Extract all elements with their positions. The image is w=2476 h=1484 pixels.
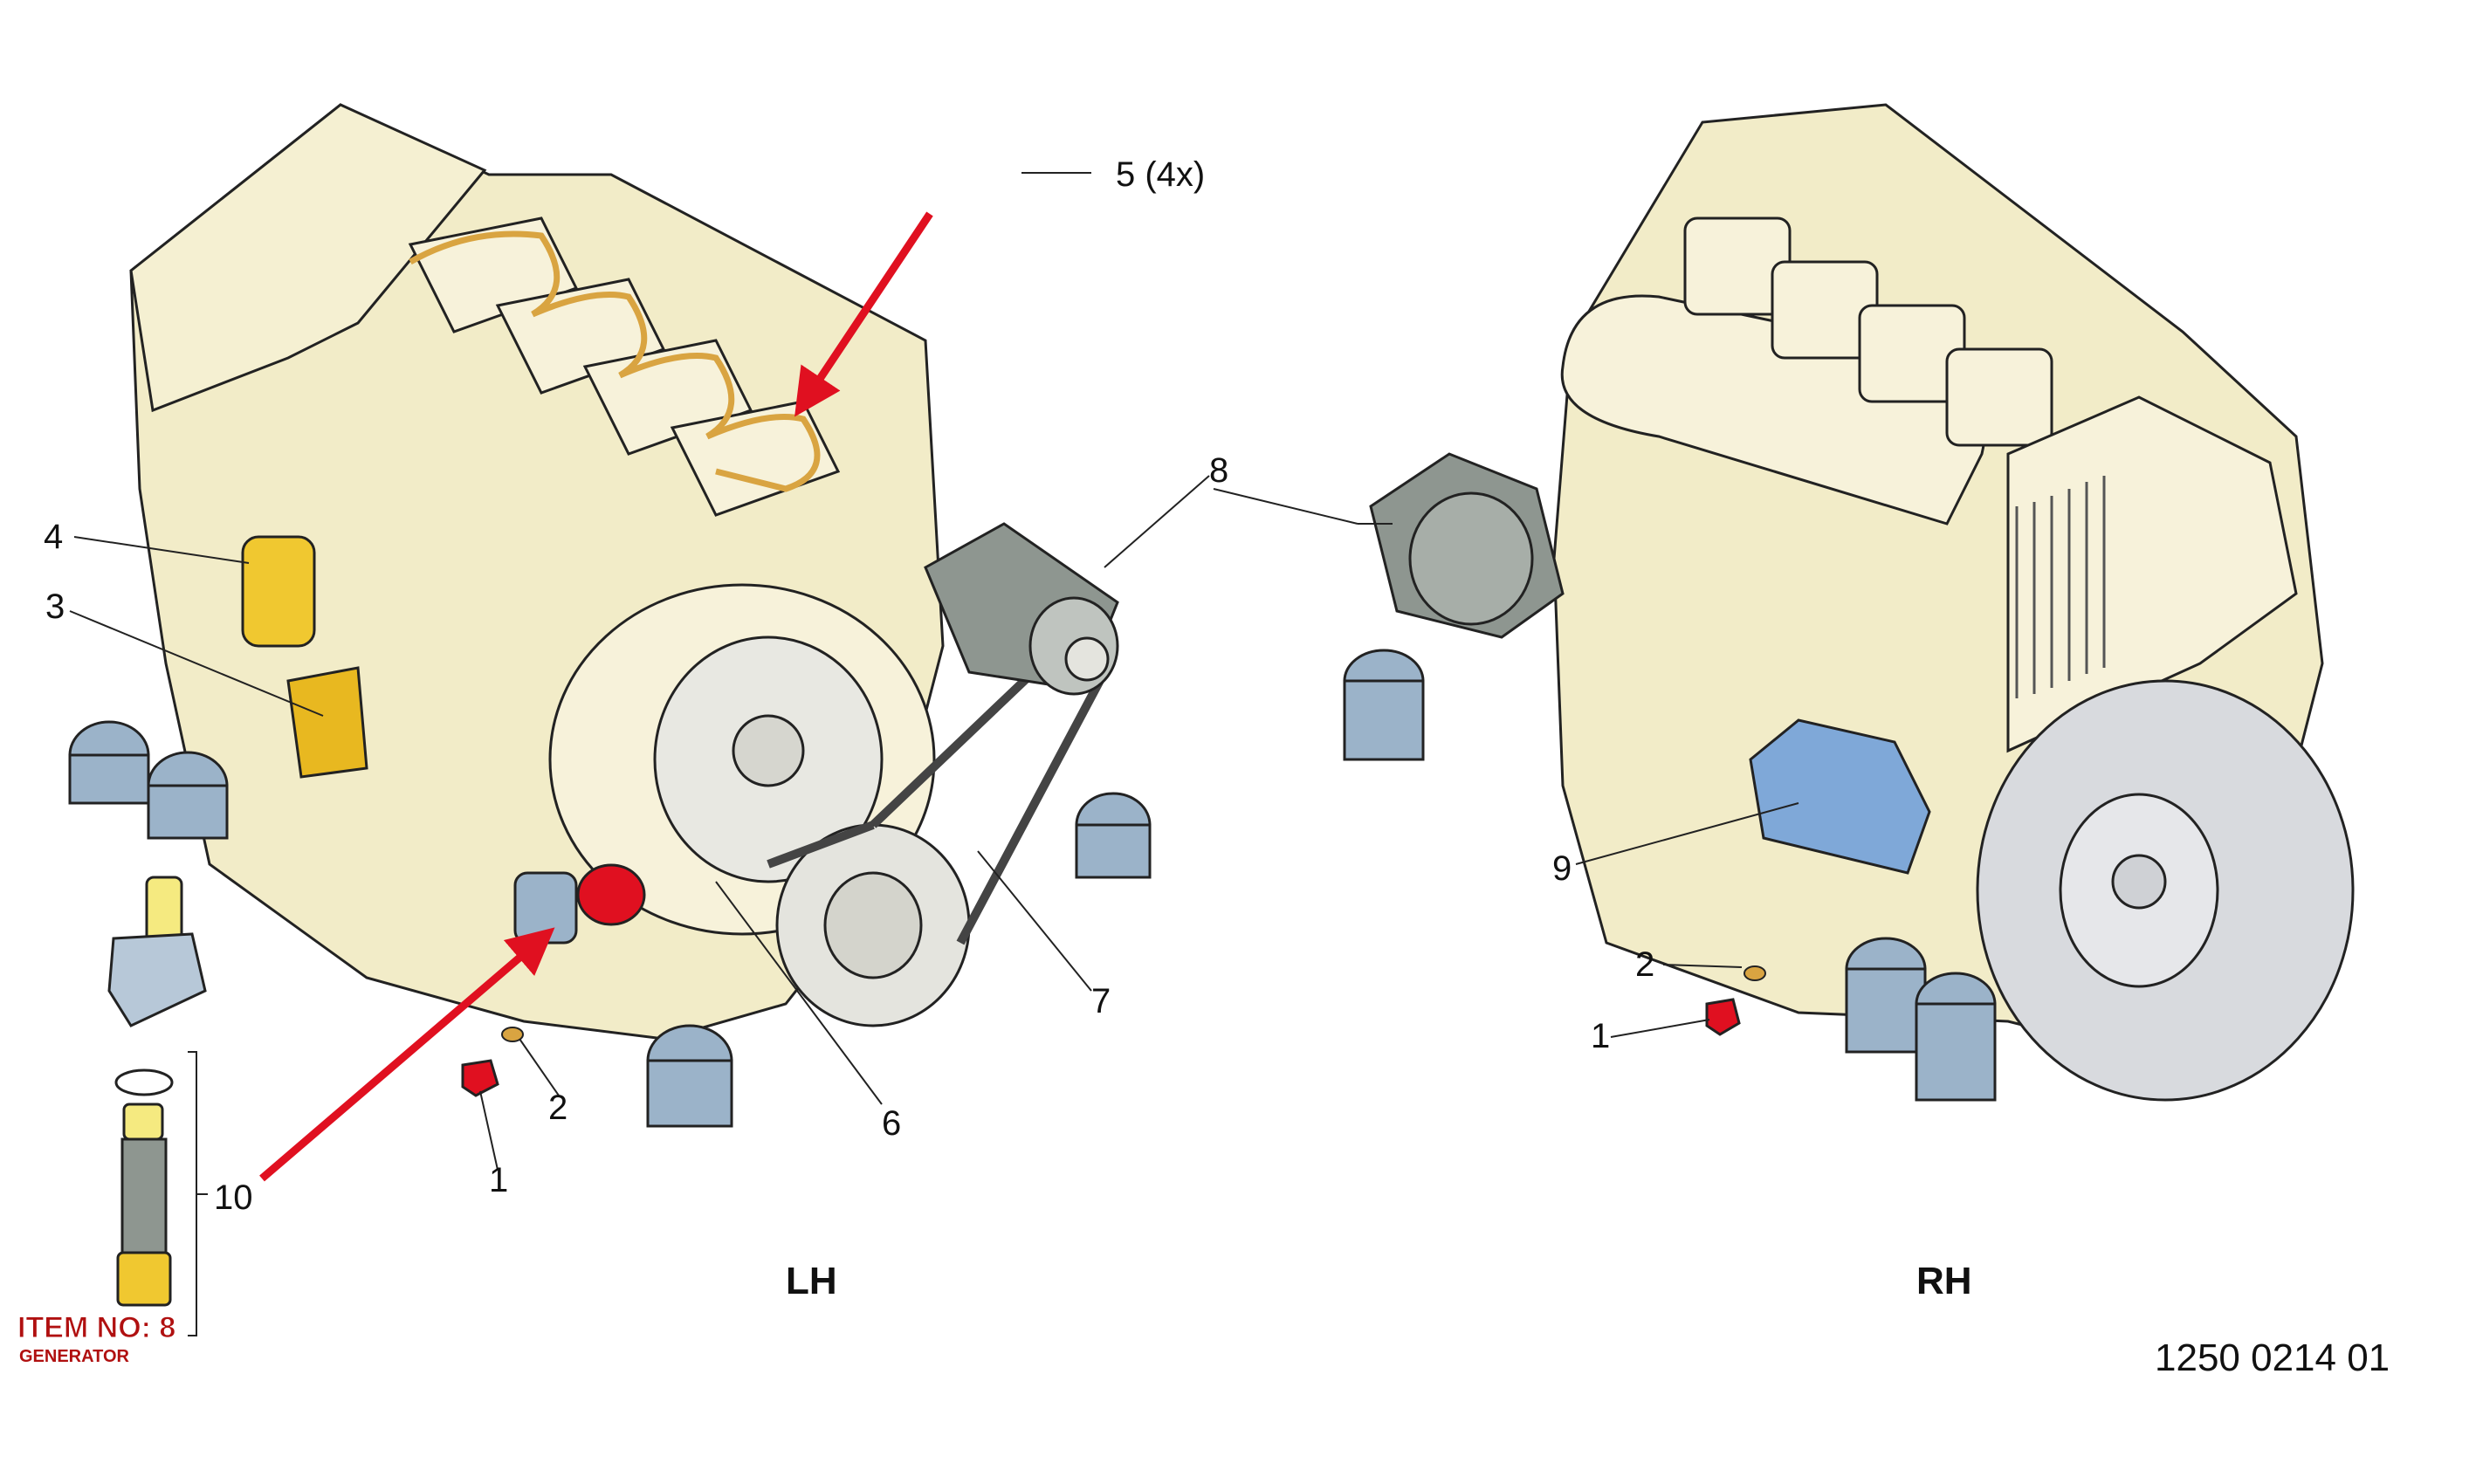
rh-starter-motor (1749, 718, 1931, 875)
leader-lines (69, 172, 1799, 1171)
lh-dipstick-housing (513, 871, 578, 945)
view-label-rh: RH (1916, 1260, 1972, 1302)
callout-lh-5: 5 (4x) (1116, 155, 1205, 194)
callouts-rh: 9 2 1 (1552, 849, 1654, 1055)
lh-engine-mounts (68, 720, 1152, 1128)
rh-cylinder-heads (1683, 216, 2053, 447)
rh-engine-mounts (1343, 649, 1997, 1102)
item-stamp-subtitle: GENERATOR (19, 1347, 129, 1366)
item-stamp-title: ITEM NO: 8 (17, 1311, 175, 1344)
callout-rh-2: 2 (1635, 945, 1654, 984)
lh-oil-filter (241, 535, 316, 648)
lh-drain-plug (461, 1059, 499, 1097)
callout-lh-4: 4 (44, 518, 63, 556)
red-arrow-item-10 (259, 927, 555, 1182)
callout-lh-7: 7 (1091, 982, 1111, 1020)
document-number: 1250 0214 01 (2155, 1336, 2390, 1379)
callout-lh-10: 10 (214, 1178, 253, 1217)
callouts-lh: 5 (4x) 4 3 8 7 6 2 1 10 (44, 155, 1228, 1217)
lh-alternator (924, 522, 1119, 696)
callout-rh-9: 9 (1552, 849, 1572, 888)
rh-drain-washer (1744, 965, 1766, 981)
lh-engine (68, 103, 1152, 1128)
rh-oil-cooler (2006, 395, 2298, 753)
callout-lh-3: 3 (45, 587, 65, 626)
lh-drain-washer (501, 1027, 524, 1042)
lh-cooling-shroud (129, 103, 487, 413)
lh-fuel-filter (286, 666, 368, 779)
rh-engine (1343, 103, 2355, 1102)
lh-head-gaskets (409, 230, 821, 492)
callout-lh-6: 6 (882, 1104, 901, 1143)
rh-drain-plug (1705, 998, 1741, 1036)
callout-lh-8: 8 (1209, 451, 1228, 490)
item-10-exploded (107, 876, 208, 1336)
item-stamp: ITEM NO: 8 GENERATOR (17, 1311, 176, 1367)
red-arrow-gasket (794, 211, 933, 417)
callout-lh-2: 2 (548, 1089, 567, 1127)
callout-rh-1: 1 (1591, 1017, 1610, 1055)
lh-oil-filler-cap (576, 863, 646, 926)
view-label-lh: LH (786, 1260, 837, 1302)
rh-alternator (1369, 452, 1565, 639)
callout-lh-1: 1 (489, 1161, 508, 1199)
